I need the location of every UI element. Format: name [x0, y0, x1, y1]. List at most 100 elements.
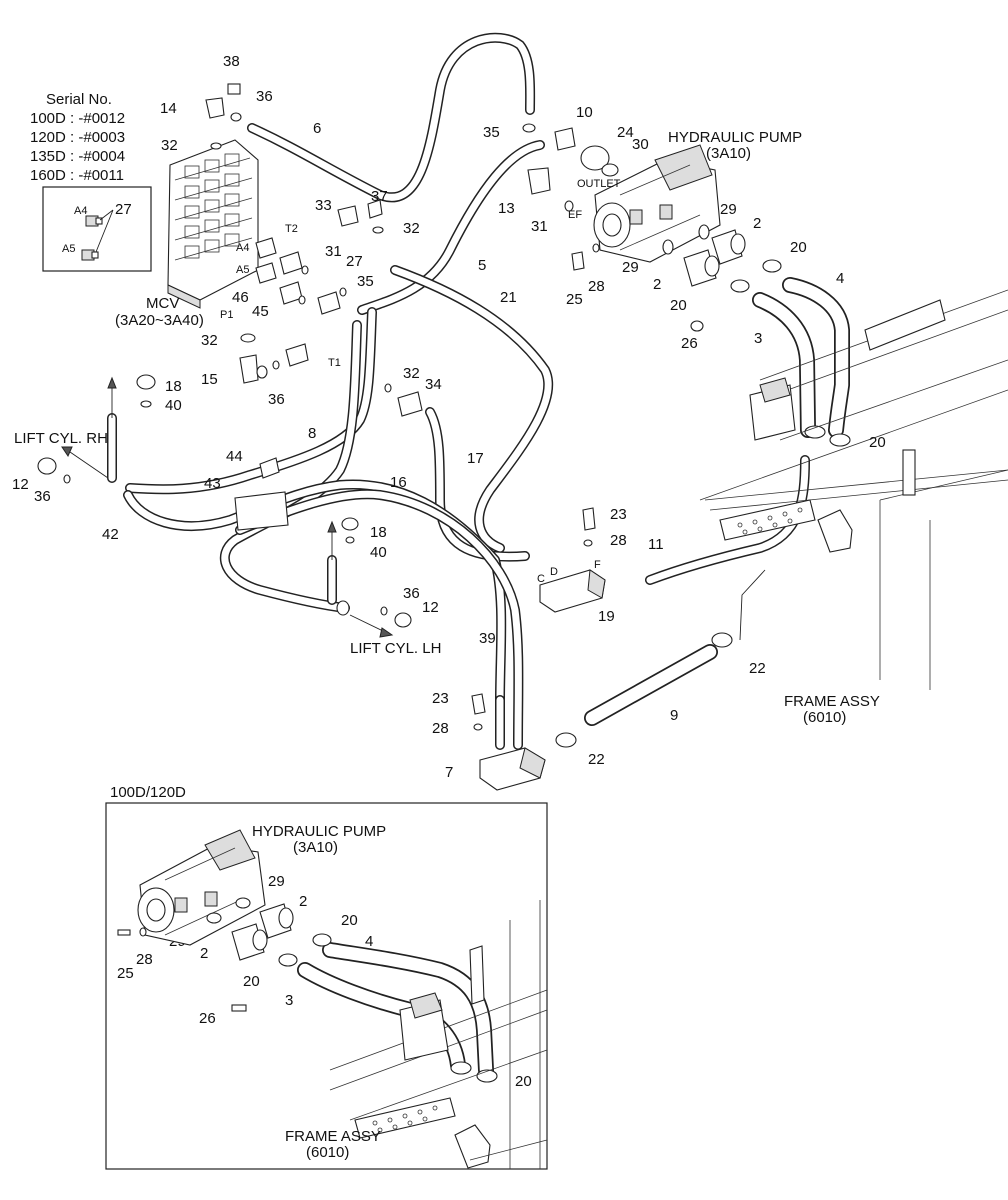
callout-2: 2	[653, 276, 661, 293]
callout-3: 3	[285, 992, 293, 1009]
callout-20: 20	[790, 239, 807, 256]
callout-18: 18	[165, 378, 182, 395]
callout-33: 33	[315, 197, 332, 214]
callout-32: 32	[161, 137, 178, 154]
inset-pump	[137, 829, 266, 946]
detail-port-a4: A4	[74, 205, 87, 217]
return-pipe-9	[584, 569, 766, 726]
callout-15: 15	[201, 371, 218, 388]
serial-line-120d: 120D : -#0003	[30, 129, 125, 146]
callout-21: 21	[500, 289, 517, 306]
port-t2: T2	[285, 223, 298, 235]
callout-39: 39	[479, 630, 496, 647]
callout-32: 32	[403, 220, 420, 237]
callout-22: 22	[749, 660, 766, 677]
callout-6: 6	[313, 120, 321, 137]
serial-heading: Serial No.	[46, 91, 112, 108]
port-f: F	[594, 559, 601, 571]
callout-32: 32	[403, 365, 420, 382]
callout-23: 23	[432, 690, 449, 707]
pump-ef-label: EF	[568, 209, 582, 221]
callout-37: 37	[371, 188, 388, 205]
callout-23: 23	[610, 506, 627, 523]
callout-29: 29	[622, 259, 639, 276]
frame-caption: FRAME ASSY	[784, 693, 880, 710]
inset-pump-caption: HYDRAULIC PUMP	[252, 823, 386, 840]
mcv-caption: MCV	[146, 295, 179, 312]
callout-20: 20	[515, 1073, 532, 1090]
callout-4: 4	[365, 933, 373, 950]
port-a5: A5	[236, 264, 249, 276]
tee-block-7	[479, 747, 546, 791]
callout-38: 38	[223, 53, 240, 70]
serial-number-block: Serial No. 100D : -#0012 120D : -#0003 1…	[30, 91, 125, 184]
callout-36: 36	[403, 585, 420, 602]
callout-22: 22	[588, 751, 605, 768]
callout-16: 16	[390, 474, 407, 491]
fitting-a5-icon	[81, 249, 99, 261]
callout-12: 12	[12, 476, 29, 493]
port-d: D	[550, 566, 558, 578]
port-p1: P1	[220, 309, 233, 321]
detail-box-fittings: A4 A5 27	[42, 186, 152, 272]
connector-block-19	[539, 569, 606, 613]
pump-caption: HYDRAULIC PUMP	[668, 129, 802, 146]
port-c: C	[537, 573, 545, 585]
callout-11: 11	[648, 536, 664, 553]
hydraulic-pump-main	[593, 144, 721, 263]
callout-29: 29	[268, 873, 285, 890]
hose-clamps-20	[730, 259, 851, 447]
clamp-43	[234, 491, 289, 531]
callout-46: 46	[232, 289, 249, 306]
pump-outlet-label: OUTLET	[577, 178, 621, 190]
detail-box-frame	[42, 186, 152, 272]
callout-17: 17	[467, 450, 484, 467]
pump-code: (3A10)	[706, 145, 751, 162]
callout-42: 42	[102, 526, 119, 543]
mcv-valve	[167, 139, 259, 309]
callout-31: 31	[325, 243, 342, 260]
port-a4: A4	[236, 242, 249, 254]
hose-network	[107, 32, 810, 750]
inset-label: 100D/120D	[110, 784, 186, 801]
fitting-a4-icon	[85, 215, 103, 227]
inset-pump-code: (3A10)	[293, 839, 338, 856]
callout-4: 4	[836, 270, 844, 287]
inset-flanges	[117, 897, 294, 1012]
inset-frame	[105, 802, 548, 1170]
callout-40: 40	[370, 544, 387, 561]
callout-35: 35	[357, 273, 374, 290]
callout-2: 2	[753, 215, 761, 232]
callout-28: 28	[610, 532, 627, 549]
detail-port-a5: A5	[62, 243, 75, 255]
callout-10: 10	[576, 104, 593, 121]
callout-30: 30	[632, 136, 649, 153]
callout-36: 36	[256, 88, 273, 105]
callout-20: 20	[869, 434, 886, 451]
lift-lh-arrow	[327, 520, 394, 638]
callout-14: 14	[160, 100, 177, 117]
callout-28: 28	[588, 278, 605, 295]
callout-7: 7	[445, 764, 453, 781]
callout-32: 32	[201, 332, 218, 349]
callout-35: 35	[483, 124, 500, 141]
suction-pipes	[752, 277, 850, 438]
serial-line-135d: 135D : -#0004	[30, 148, 125, 165]
callout-26: 26	[199, 1010, 216, 1027]
callout-12: 12	[422, 599, 439, 616]
callout-3: 3	[754, 330, 762, 347]
callout-36: 36	[268, 391, 285, 408]
callout-34: 34	[425, 376, 442, 393]
detail-leader	[95, 209, 114, 253]
lift-rh-caption: LIFT CYL. RH	[14, 430, 108, 447]
callout-2: 2	[200, 945, 208, 962]
callout-8: 8	[308, 425, 316, 442]
callout-40: 40	[165, 397, 182, 414]
callout-27: 27	[346, 253, 363, 270]
callout-25: 25	[117, 965, 134, 982]
callout-24: 24	[617, 124, 634, 141]
callout-19: 19	[598, 608, 615, 625]
callout-44: 44	[226, 448, 243, 465]
serial-line-100d: 100D : -#0012	[30, 110, 125, 127]
